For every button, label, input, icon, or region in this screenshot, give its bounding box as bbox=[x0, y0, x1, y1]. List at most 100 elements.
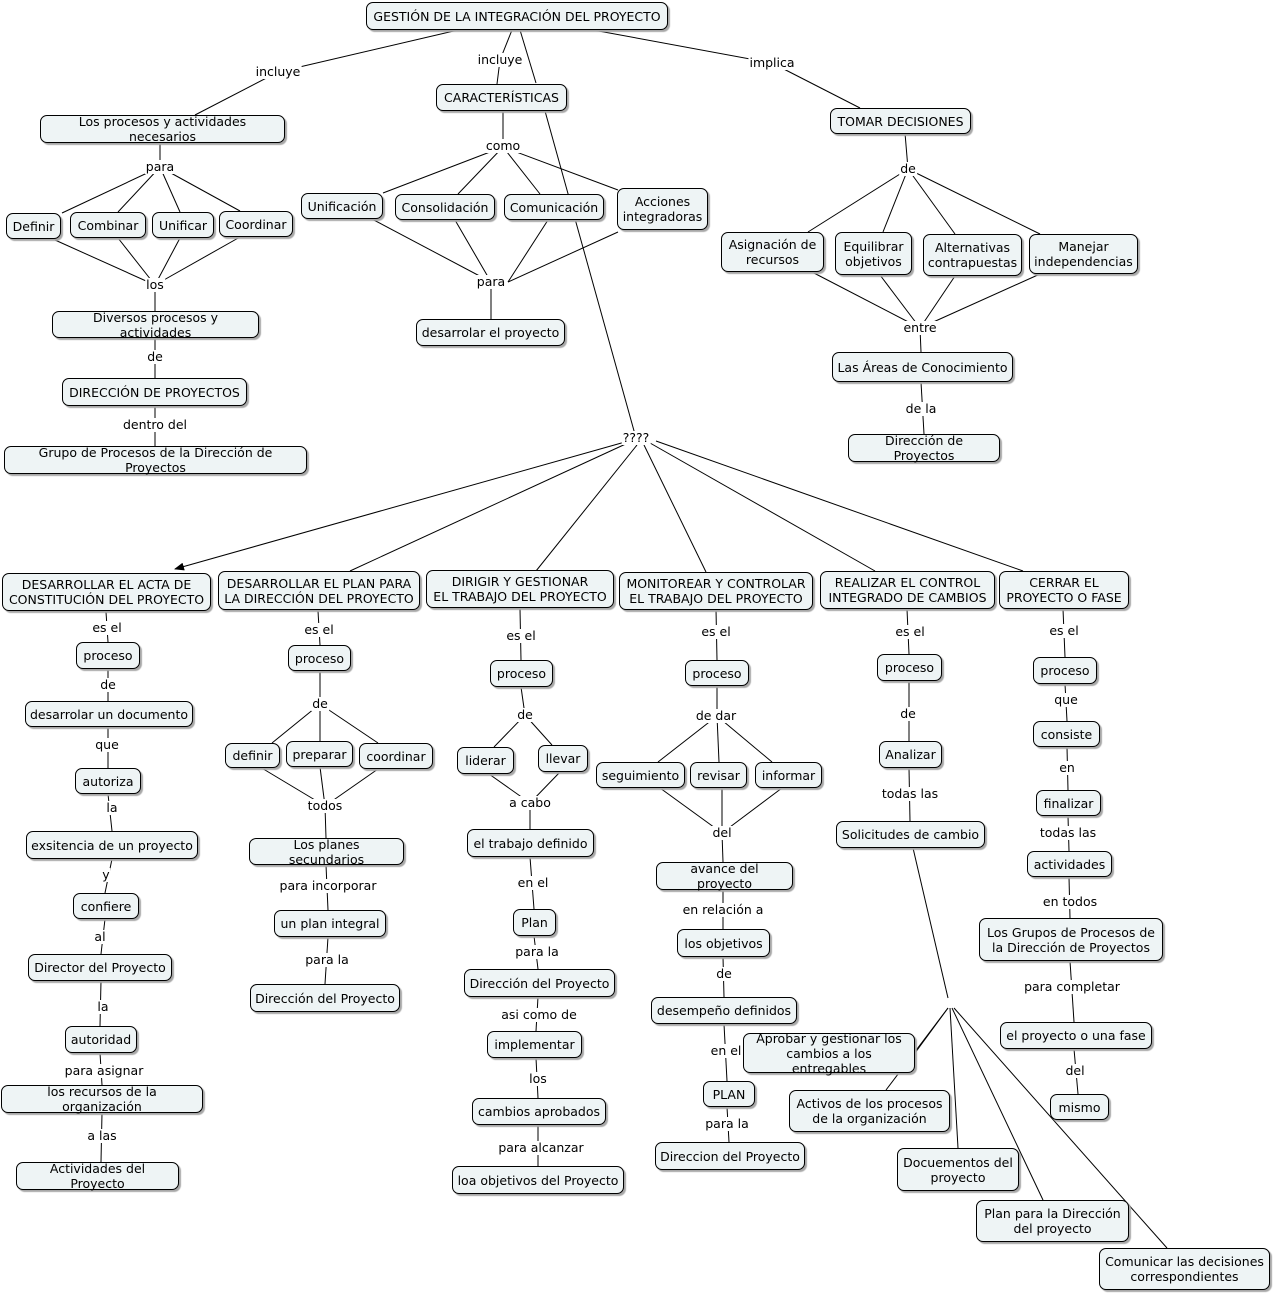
concept-node-comunicacion[interactable]: Comunicación bbox=[504, 194, 604, 220]
concept-node-asignacion[interactable]: Asignación de recursos bbox=[721, 232, 824, 272]
concept-node-c3obj[interactable]: loa objetivos del Proyecto bbox=[452, 1166, 624, 1194]
concept-node-c6grupos[interactable]: Los Grupos de Procesos de la Dirección d… bbox=[979, 918, 1163, 961]
concept-node-c2planes[interactable]: Los planes secundarios bbox=[249, 837, 404, 867]
concept-node-c3dir[interactable]: Dirección del Proyecto bbox=[464, 969, 615, 997]
concept-node-unificar[interactable]: Unificar bbox=[152, 212, 214, 238]
concept-node-c5sol[interactable]: Solicitudes de cambio bbox=[836, 821, 985, 848]
concept-node-manejar[interactable]: Manejar independencias bbox=[1029, 234, 1138, 274]
link-label-l_de1: de bbox=[146, 349, 164, 364]
concept-node-c3trab[interactable]: el trabajo definido bbox=[467, 829, 594, 857]
link-label-l_entre: entre bbox=[902, 320, 938, 335]
concept-node-c1rec[interactable]: los recursos de la organización bbox=[1, 1084, 203, 1114]
concept-node-combinar[interactable]: Combinar bbox=[70, 212, 146, 238]
concept-node-c3llev[interactable]: llevar bbox=[538, 745, 588, 772]
concept-node-c6fin[interactable]: finalizar bbox=[1036, 790, 1101, 816]
concept-node-tomar[interactable]: TOMAR DECISIONES bbox=[830, 108, 971, 134]
concept-node-c5plan[interactable]: Plan para la Dirección del proyecto bbox=[976, 1200, 1129, 1242]
concept-node-c4avance[interactable]: avance del proyecto bbox=[656, 861, 793, 891]
concept-node-caract[interactable]: CARACTERÍSTICAS bbox=[436, 84, 567, 111]
concept-node-c5com[interactable]: Comunicar las decisiones correspondiente… bbox=[1099, 1248, 1270, 1290]
concept-node-c2integral[interactable]: un plan integral bbox=[274, 910, 386, 937]
concept-node-p3[interactable]: DIRIGIR Y GESTIONAR EL TRABAJO DEL PROYE… bbox=[426, 570, 614, 608]
link-label-l_q: ???? bbox=[621, 430, 651, 445]
concept-node-c5doc[interactable]: Docuementos del proyecto bbox=[897, 1148, 1019, 1191]
link-label-l_c5todas: todas las bbox=[880, 786, 940, 801]
concept-node-c4obj[interactable]: los objetivos bbox=[677, 929, 770, 957]
concept-node-areas[interactable]: Las Áreas de Conocimiento bbox=[832, 352, 1013, 382]
concept-node-c5anal[interactable]: Analizar bbox=[879, 741, 942, 768]
concept-node-c5proc[interactable]: proceso bbox=[877, 654, 942, 681]
link-label-l_dela: de la bbox=[904, 401, 938, 416]
concept-node-root[interactable]: GESTIÓN DE LA INTEGRACIÓN DEL PROYECTO bbox=[366, 2, 668, 30]
concept-node-c4inf[interactable]: informar bbox=[755, 762, 822, 788]
concept-node-c4plan[interactable]: PLAN bbox=[703, 1081, 755, 1107]
link-label-l_c6todas: todas las bbox=[1038, 825, 1098, 840]
concept-node-c5act[interactable]: Activos de los procesos de la organizaci… bbox=[789, 1090, 950, 1132]
link-label-l_c6entodos: en todos bbox=[1041, 894, 1099, 909]
concept-node-diversos[interactable]: Diversos procesos y actividades bbox=[52, 310, 259, 340]
concept-node-unificacion[interactable]: Unificación bbox=[301, 193, 383, 219]
concept-node-c1conf[interactable]: confiere bbox=[73, 893, 139, 919]
link-label-l_c1la2: la bbox=[96, 999, 110, 1014]
concept-node-c1act[interactable]: Actividades del Proyecto bbox=[16, 1161, 179, 1191]
link-label-l_c4del: del bbox=[711, 825, 733, 840]
concept-node-c1aut[interactable]: autoriza bbox=[75, 768, 141, 794]
concept-node-dirproy[interactable]: DIRECCIÓN DE PROYECTOS bbox=[62, 378, 247, 406]
concept-node-c4rev[interactable]: revisar bbox=[690, 762, 747, 788]
link-label-l_implica: implica bbox=[748, 55, 796, 70]
concept-node-c4desemp[interactable]: desempeño definidos bbox=[651, 997, 797, 1024]
concept-node-c2proc[interactable]: proceso bbox=[288, 645, 351, 671]
concept-node-c3proc[interactable]: proceso bbox=[490, 660, 553, 687]
concept-node-c1proc[interactable]: proceso bbox=[76, 642, 140, 669]
link-label-l_c6paracomp: para completar bbox=[1023, 979, 1121, 994]
concept-node-p6[interactable]: CERRAR EL PROYECTO O FASE bbox=[999, 571, 1129, 609]
link-label-l_c3de: de bbox=[516, 707, 534, 722]
concept-node-c2prep[interactable]: preparar bbox=[286, 741, 353, 767]
concept-node-acciones[interactable]: Acciones integradoras bbox=[617, 188, 708, 230]
link-label-l_c1de: de bbox=[99, 677, 117, 692]
concept-node-c6proc[interactable]: proceso bbox=[1033, 657, 1097, 684]
concept-node-c3plan[interactable]: Plan bbox=[513, 909, 556, 936]
link-label-l_c3parala: para la bbox=[514, 944, 560, 959]
concept-node-c6proy[interactable]: el proyecto o una fase bbox=[1000, 1022, 1152, 1049]
concept-node-alternativas[interactable]: Alternativas contrapuestas bbox=[923, 234, 1022, 276]
link-label-l_c4esel: es el bbox=[700, 624, 732, 639]
concept-node-c6mismo[interactable]: mismo bbox=[1050, 1094, 1109, 1120]
concept-node-c6act[interactable]: actividades bbox=[1027, 851, 1112, 877]
concept-node-p5[interactable]: REALIZAR EL CONTROL INTEGRADO DE CAMBIOS bbox=[820, 571, 995, 609]
link-label-l_c5esel: es el bbox=[894, 624, 926, 639]
link-label-l_c4parala: para la bbox=[704, 1116, 750, 1131]
concept-node-desproy[interactable]: desarrolar el proyecto bbox=[416, 319, 565, 346]
link-label-l_c3enel: en el bbox=[516, 875, 550, 890]
concept-node-p1[interactable]: DESARROLLAR EL ACTA DE CONSTITUCIÓN DEL … bbox=[2, 573, 211, 611]
link-label-l_c1para: para asignar bbox=[63, 1063, 145, 1078]
link-label-l_c3los: los bbox=[528, 1071, 548, 1086]
concept-node-c3lid[interactable]: liderar bbox=[457, 747, 514, 774]
concept-node-p4[interactable]: MONITOREAR Y CONTROLAR EL TRABAJO DEL PR… bbox=[619, 572, 813, 610]
concept-node-grupoproc[interactable]: Grupo de Procesos de la Dirección de Pro… bbox=[4, 445, 307, 475]
concept-node-c4dir[interactable]: Direccion del Proyecto bbox=[655, 1142, 805, 1170]
concept-node-c1doc[interactable]: desarrolar un documento bbox=[25, 701, 193, 727]
concept-node-c1autoridad[interactable]: autoridad bbox=[65, 1026, 137, 1053]
concept-node-c6cons[interactable]: consiste bbox=[1033, 721, 1100, 747]
concept-node-c5apr[interactable]: Aprobar y gestionar los cambios a los en… bbox=[743, 1031, 915, 1076]
concept-node-c1dir[interactable]: Director del Proyecto bbox=[28, 954, 172, 981]
concept-node-procnec[interactable]: Los procesos y actividades necesarios bbox=[40, 114, 285, 144]
concept-node-c1exs[interactable]: exsitencia de un proyecto bbox=[26, 831, 198, 859]
link-label-l_c4enrel: en relación a bbox=[681, 902, 765, 917]
link-label-l_c1al: al bbox=[93, 929, 107, 944]
concept-node-definir1[interactable]: Definir bbox=[6, 213, 61, 239]
concept-node-c4seg[interactable]: seguimiento bbox=[596, 762, 685, 788]
concept-node-c3camb[interactable]: cambios aprobados bbox=[472, 1098, 606, 1125]
concept-node-dirproy2[interactable]: Dirección de Proyectos bbox=[848, 433, 1000, 463]
concept-node-c2def[interactable]: definir bbox=[225, 743, 280, 768]
concept-node-c4proc[interactable]: proceso bbox=[685, 660, 749, 686]
concept-node-consolidacion[interactable]: Consolidación bbox=[395, 194, 495, 220]
concept-node-p2[interactable]: DESARROLLAR EL PLAN PARA LA DIRECCIÓN DE… bbox=[218, 571, 420, 610]
link-label-l_c6del: del bbox=[1064, 1063, 1086, 1078]
concept-node-c2dir[interactable]: Dirección del Proyecto bbox=[250, 984, 400, 1012]
concept-node-c3impl[interactable]: implementar bbox=[487, 1031, 582, 1058]
concept-node-equilibrar[interactable]: Equilibrar objetivos bbox=[835, 232, 912, 275]
concept-node-c2coord[interactable]: coordinar bbox=[359, 743, 433, 769]
concept-node-coordinar1[interactable]: Coordinar bbox=[219, 211, 293, 237]
